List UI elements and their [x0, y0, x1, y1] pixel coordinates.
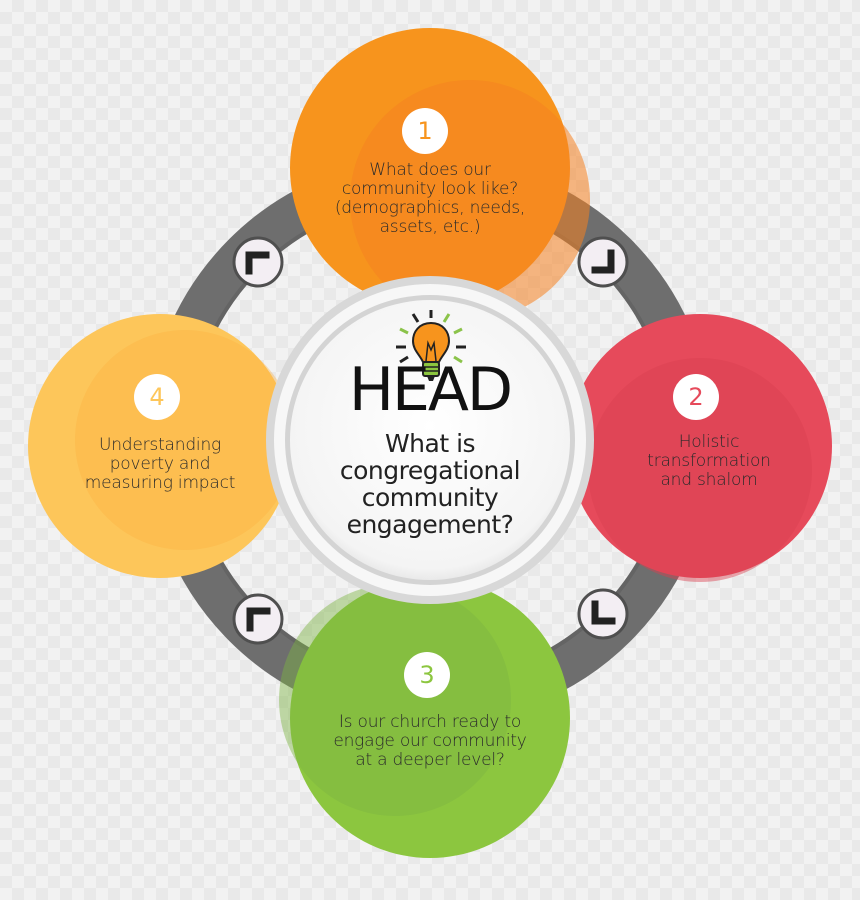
- center-title: HEAD: [348, 355, 513, 425]
- step-text-3: Is our church ready to engage our commun…: [333, 712, 527, 771]
- connector-bottom-left: [232, 593, 284, 645]
- step-number-1: 1: [402, 108, 448, 154]
- step-number-4: 4: [134, 374, 180, 420]
- chevron-icon: [591, 600, 616, 625]
- step-text-2: Holistic transformation and shalom: [647, 432, 771, 491]
- connector-top-right: [577, 236, 629, 288]
- lightbulb-icon: [396, 310, 466, 381]
- step-text-1: What does our community look like? (demo…: [334, 160, 526, 238]
- chevron-icon: [591, 249, 615, 274]
- step-circle-4: [28, 314, 295, 578]
- step-text-4: Understanding poverty and measuring impa…: [84, 435, 236, 494]
- step-circle-2: [568, 314, 832, 582]
- step-number-2: 2: [673, 374, 719, 420]
- chevron-icon: [245, 251, 270, 275]
- connector-bottom-right: [577, 588, 629, 640]
- step-number-3: 3: [404, 652, 450, 698]
- connector-top-left: [232, 236, 284, 288]
- center-question: What is congregational community engagem…: [339, 429, 521, 539]
- step-circle-3: [279, 578, 570, 858]
- center-circle: [290, 300, 570, 580]
- chevron-icon: [246, 607, 271, 632]
